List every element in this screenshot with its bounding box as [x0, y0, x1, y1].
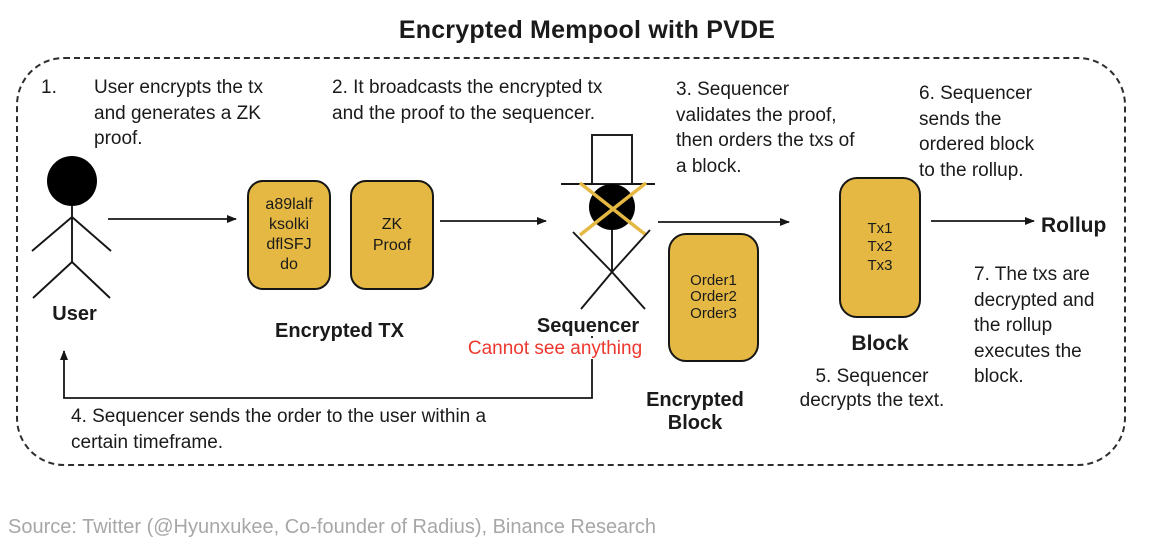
user-head	[47, 156, 97, 206]
diagram-dashed-frame	[16, 57, 1126, 466]
step5-text: 5. Sequencer decrypts the text.	[799, 366, 945, 411]
encrypted-block-label: Encrypted Block	[646, 389, 744, 434]
zk-proof-text: ZK Proof	[372, 216, 412, 254]
sequencer-hat	[591, 134, 633, 185]
block-txs-text: Tx1 Tx2 Tx3	[867, 219, 893, 274]
step1-number: 1.	[41, 77, 57, 98]
step1-text: User encrypts the tx and generates a ZK …	[94, 77, 263, 149]
encrypted-block-box: Order1 Order2 Order3	[668, 233, 759, 362]
zk-proof-box: ZK Proof	[350, 180, 434, 290]
cipher-text: a89lalf ksolki dflSFJ do	[265, 196, 313, 273]
encrypted-tx-cipher-box: a89lalf ksolki dflSFJ do	[247, 180, 331, 290]
source-attribution: Source: Twitter (@Hyunxukee, Co-founder …	[8, 516, 657, 538]
step2-text: 2. It broadcasts the encrypted tx and th…	[332, 77, 603, 124]
cannot-see-x-icon	[578, 181, 648, 237]
diagram-title: Encrypted Mempool with PVDE	[398, 16, 776, 44]
orders-text: Order1 Order2 Order3	[690, 271, 737, 322]
step7-text: 7. The txs are decrypted and the rollup …	[974, 264, 1095, 387]
sequencer-label: Sequencer	[536, 315, 640, 337]
block-box: Tx1 Tx2 Tx3	[839, 177, 921, 318]
sequencer-note: Cannot see anything	[455, 338, 655, 359]
step4-text: 4. Sequencer sends the order to the user…	[71, 406, 487, 453]
user-label: User	[52, 303, 97, 325]
arrow-sequencer-to-user-return	[60, 336, 593, 399]
step6-text: 6. Sequencer sends the ordered block to …	[919, 83, 1035, 181]
user-figure-icon	[31, 156, 112, 299]
step3-text: 3. Sequencer validates the proof, then o…	[676, 79, 855, 177]
encrypted-tx-label: Encrypted TX	[275, 320, 404, 342]
sequencer-figure-icon	[561, 134, 655, 310]
rollup-label: Rollup	[1041, 214, 1107, 237]
block-label: Block	[851, 332, 909, 355]
